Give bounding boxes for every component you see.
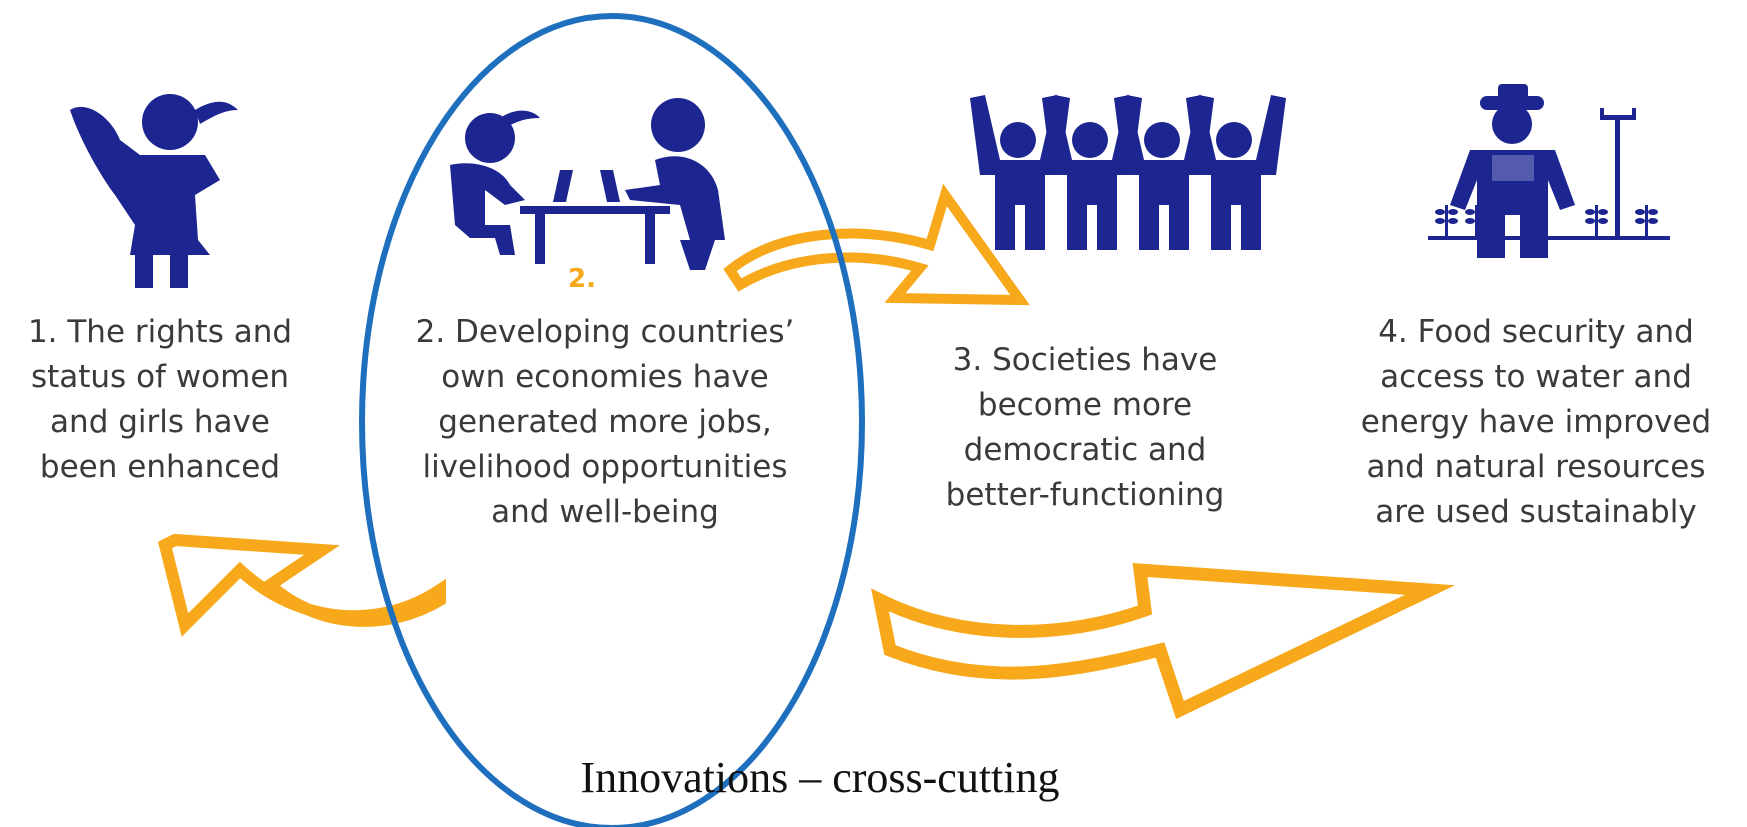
goal-4-line: access to water and (1380, 359, 1692, 395)
goal-4-line: are used sustainably (1375, 494, 1697, 530)
wheat-icon (1435, 205, 1658, 237)
goal-2-text: 2. Developing countries’ own economies h… (375, 310, 835, 535)
raised-hands-group-icon (970, 95, 1286, 250)
goal-4-line: energy have improved (1360, 404, 1712, 440)
goal-4-text: 4. Food security and access to water and… (1325, 310, 1747, 535)
goal-2-line: 2. Developing countries’ (415, 314, 795, 350)
left-arrow (158, 533, 446, 637)
goal-3-line: 3. Societies have (952, 342, 1218, 378)
goal-2-line: generated more jobs, (438, 404, 772, 440)
people-at-laptops-icon (450, 98, 725, 270)
upper-right-arrow (723, 183, 1030, 306)
goal-1-line: been enhanced (39, 449, 281, 485)
goal-3-line: better-functioning (945, 477, 1225, 513)
highlight-ellipse (359, 13, 865, 827)
goal-4-line: 4. Food security and (1378, 314, 1694, 350)
goal-3-line: democratic and (963, 432, 1207, 468)
lower-right-arrow (871, 562, 1456, 720)
goal-4-line: and natural resources (1366, 449, 1706, 485)
goal-2-number-label: 2. (568, 264, 596, 294)
goal-1-line: 1. The rights and (27, 314, 293, 350)
farmer-icon (1428, 84, 1670, 258)
goal-2-line: livelihood opportunities (422, 449, 788, 485)
girl-icon (70, 94, 238, 288)
goal-2-line: and well-being (491, 494, 719, 530)
goal-1-line: status of women (30, 359, 290, 395)
goal-1-line: and girls have (50, 404, 270, 440)
goal-1-text: 1. The rights and status of women and gi… (0, 310, 320, 490)
goal-3-line: become more (977, 387, 1193, 423)
footer-caption: Innovations – cross-cutting (580, 753, 1060, 802)
goal-3-text: 3. Societies have become more democratic… (915, 338, 1255, 518)
goal-2-line: own economies have (441, 359, 769, 395)
